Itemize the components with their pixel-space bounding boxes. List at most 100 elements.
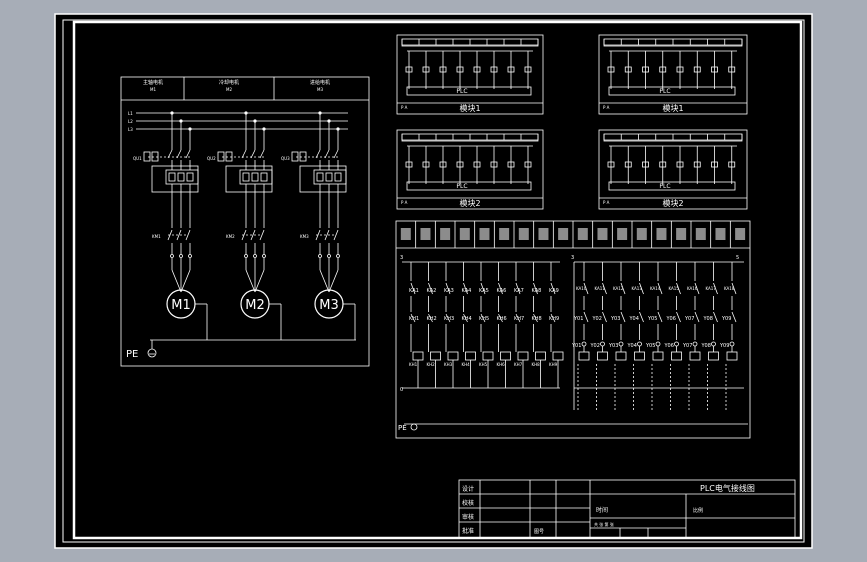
bus-label: L1 [128,111,133,116]
plc-label: PLC [659,183,670,190]
ka-label: KA3 [444,288,454,294]
plc-module-frame [598,129,748,210]
ka-contact [463,282,468,295]
output-coil [597,351,608,361]
control-header-glyph [538,228,549,240]
title-time-label: 时间 [596,506,608,514]
contactor-contact [185,229,191,241]
ka-label: KA1 [409,288,419,294]
kh-label: KH7 [514,316,524,322]
title-row-design: 设计 [462,485,474,493]
breaker-label: QU3 [281,156,290,161]
ka-label-right: KA12 [613,286,624,291]
plc-header-strip [401,133,539,142]
ka-contact [480,282,486,295]
motor-lead [254,269,265,293]
y-contact [602,311,607,323]
plc-header-strip [603,133,743,142]
title-fig-no: 图号 [534,529,544,535]
ka-label-right: KA11 [595,286,606,291]
breaker-handle [291,151,299,162]
thermal-element [325,172,333,182]
motor-header-sublabel: M1 [150,87,156,92]
thermal-relay-outline [151,165,199,193]
coil-label: KH1 [409,362,418,367]
ka-label: KA5 [479,288,489,294]
breaker-handle [217,151,225,162]
y-label: Y01 [573,316,583,322]
thermal-element [186,172,194,182]
plc-label: PLC [659,88,670,95]
kh-contact [410,313,416,323]
control-header-glyph [479,228,490,240]
inner-frame-outer [62,19,805,543]
y-label: Y04 [629,316,639,322]
plc-io-element [693,161,701,168]
y-contact [620,311,626,323]
coil-label: KH6 [497,362,506,367]
y-label: Y09 [721,316,731,322]
plc-terminal-block [406,181,532,191]
ka-contact [550,282,556,295]
plc-terminal-block [608,86,736,96]
sheet-border [54,13,813,549]
motor-label: M2 [245,298,265,313]
y-terminal-label: Y08 [701,343,711,349]
plc-label: PLC [456,88,467,95]
diagram-labels: 主轴电机M1冷却电机M2进给电机M3L1L2L3QU1KM1M1QU2KM2M2… [126,79,739,432]
kh-contact [533,313,538,323]
control-header-glyph [577,228,588,240]
plc-io-element [473,161,481,168]
ka-label: KA8 [532,288,542,294]
plc-io-element [524,66,532,73]
motor-lead [328,269,339,293]
terminal [179,254,183,258]
junction-dot [253,119,257,123]
control-header-glyph [400,228,411,240]
title-scale-label: 比例 [693,507,703,514]
y-terminal-label: Y07 [682,343,692,349]
ka-label-right: KA15 [669,286,680,291]
circuit-number: 5 [736,255,739,261]
junction-dot [336,127,340,131]
ka-contact [515,282,521,295]
plc-io-element [439,66,447,73]
terminal [170,254,174,258]
ka-label-right: KA18 [724,286,735,291]
control-header-glyph [617,228,628,240]
ka-contact [583,282,589,295]
control-pe-label: PE [398,424,407,432]
plc-io-element [711,66,718,73]
motor-lead [319,269,330,293]
thermal-relay-outline [299,165,347,193]
plc-io-element [524,161,532,168]
contactor-contact [259,229,265,241]
output-coil [652,351,664,361]
terminal [253,254,257,258]
title-row-check: 校核 [462,499,474,507]
ka-label-right: KA14 [650,286,661,291]
coil-label: KH5 [479,362,488,367]
control-header-glyph [420,228,431,240]
contactor-contact [176,229,182,241]
ka-contact [620,282,626,295]
ka-label-right: KA13 [632,286,643,291]
kh-label: KH8 [532,316,542,322]
terminal [318,254,322,258]
control-header-glyph [558,228,569,240]
control-header-glyph [735,228,746,240]
plc-io-element [607,66,615,73]
ka-contact [410,282,416,295]
ka-label: KA4 [462,288,472,294]
thermal-element [334,172,342,182]
control-header-glyph [695,228,706,240]
ka-label-right: KA16 [687,286,698,291]
y-label: Y02 [592,316,602,322]
coil-label: KH3 [444,362,453,367]
control-header-glyph [636,228,647,240]
motor-lead [245,269,256,293]
plc-io-element [624,161,632,168]
ka-contact [498,282,503,295]
motor-header-label: 冷却电机 [219,79,239,86]
kh-label: KH1 [409,316,419,322]
